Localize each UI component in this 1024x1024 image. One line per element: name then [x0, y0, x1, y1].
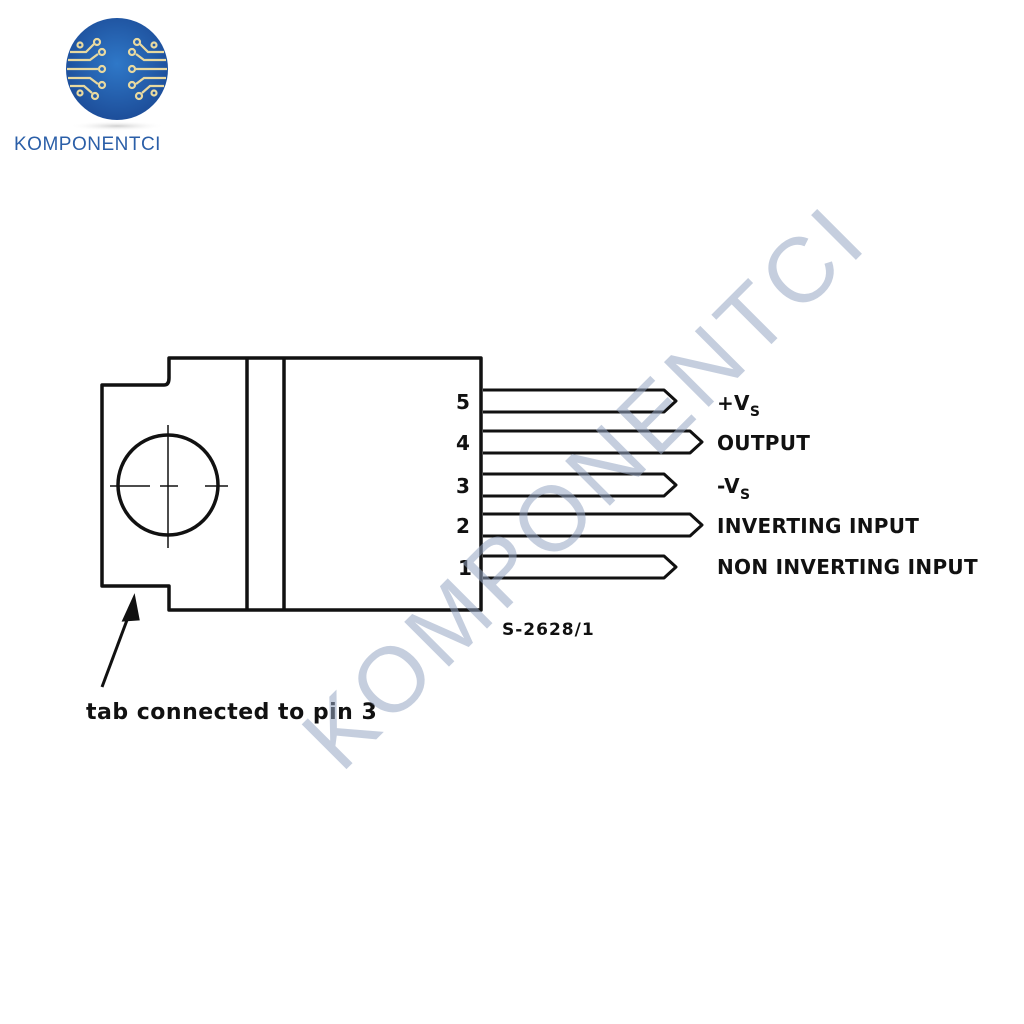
pin-label-3: -VS — [717, 474, 751, 503]
pin-number: 2 — [456, 514, 470, 538]
pin-label-5: +VS — [717, 391, 761, 420]
pin-3-lead — [483, 472, 678, 498]
brand-name: KOMPONENTCI — [14, 134, 161, 155]
pin-label-2: INVERTING INPUT — [717, 514, 920, 538]
pin-label-4: OUTPUT — [717, 431, 811, 455]
pointer-arrow — [100, 611, 132, 688]
pin-number: 1 — [458, 556, 472, 580]
tab-note: tab connected to pin 3 — [86, 700, 378, 725]
pin-label-1: NON INVERTING INPUT — [717, 555, 978, 579]
circuit-globe-icon — [66, 18, 168, 131]
package-outline — [100, 356, 483, 612]
pin-number: 4 — [456, 431, 470, 455]
pin-number: 3 — [456, 474, 470, 498]
pin-2-lead — [483, 512, 704, 538]
arrow-head-icon — [121, 593, 140, 622]
pin-4-lead — [483, 429, 704, 455]
reference-code: S-2628/1 — [502, 620, 595, 640]
pin-5-lead — [483, 388, 678, 414]
pin-number: 5 — [456, 390, 470, 414]
brand-logo — [14, 14, 224, 164]
pin-1-lead — [483, 554, 678, 580]
